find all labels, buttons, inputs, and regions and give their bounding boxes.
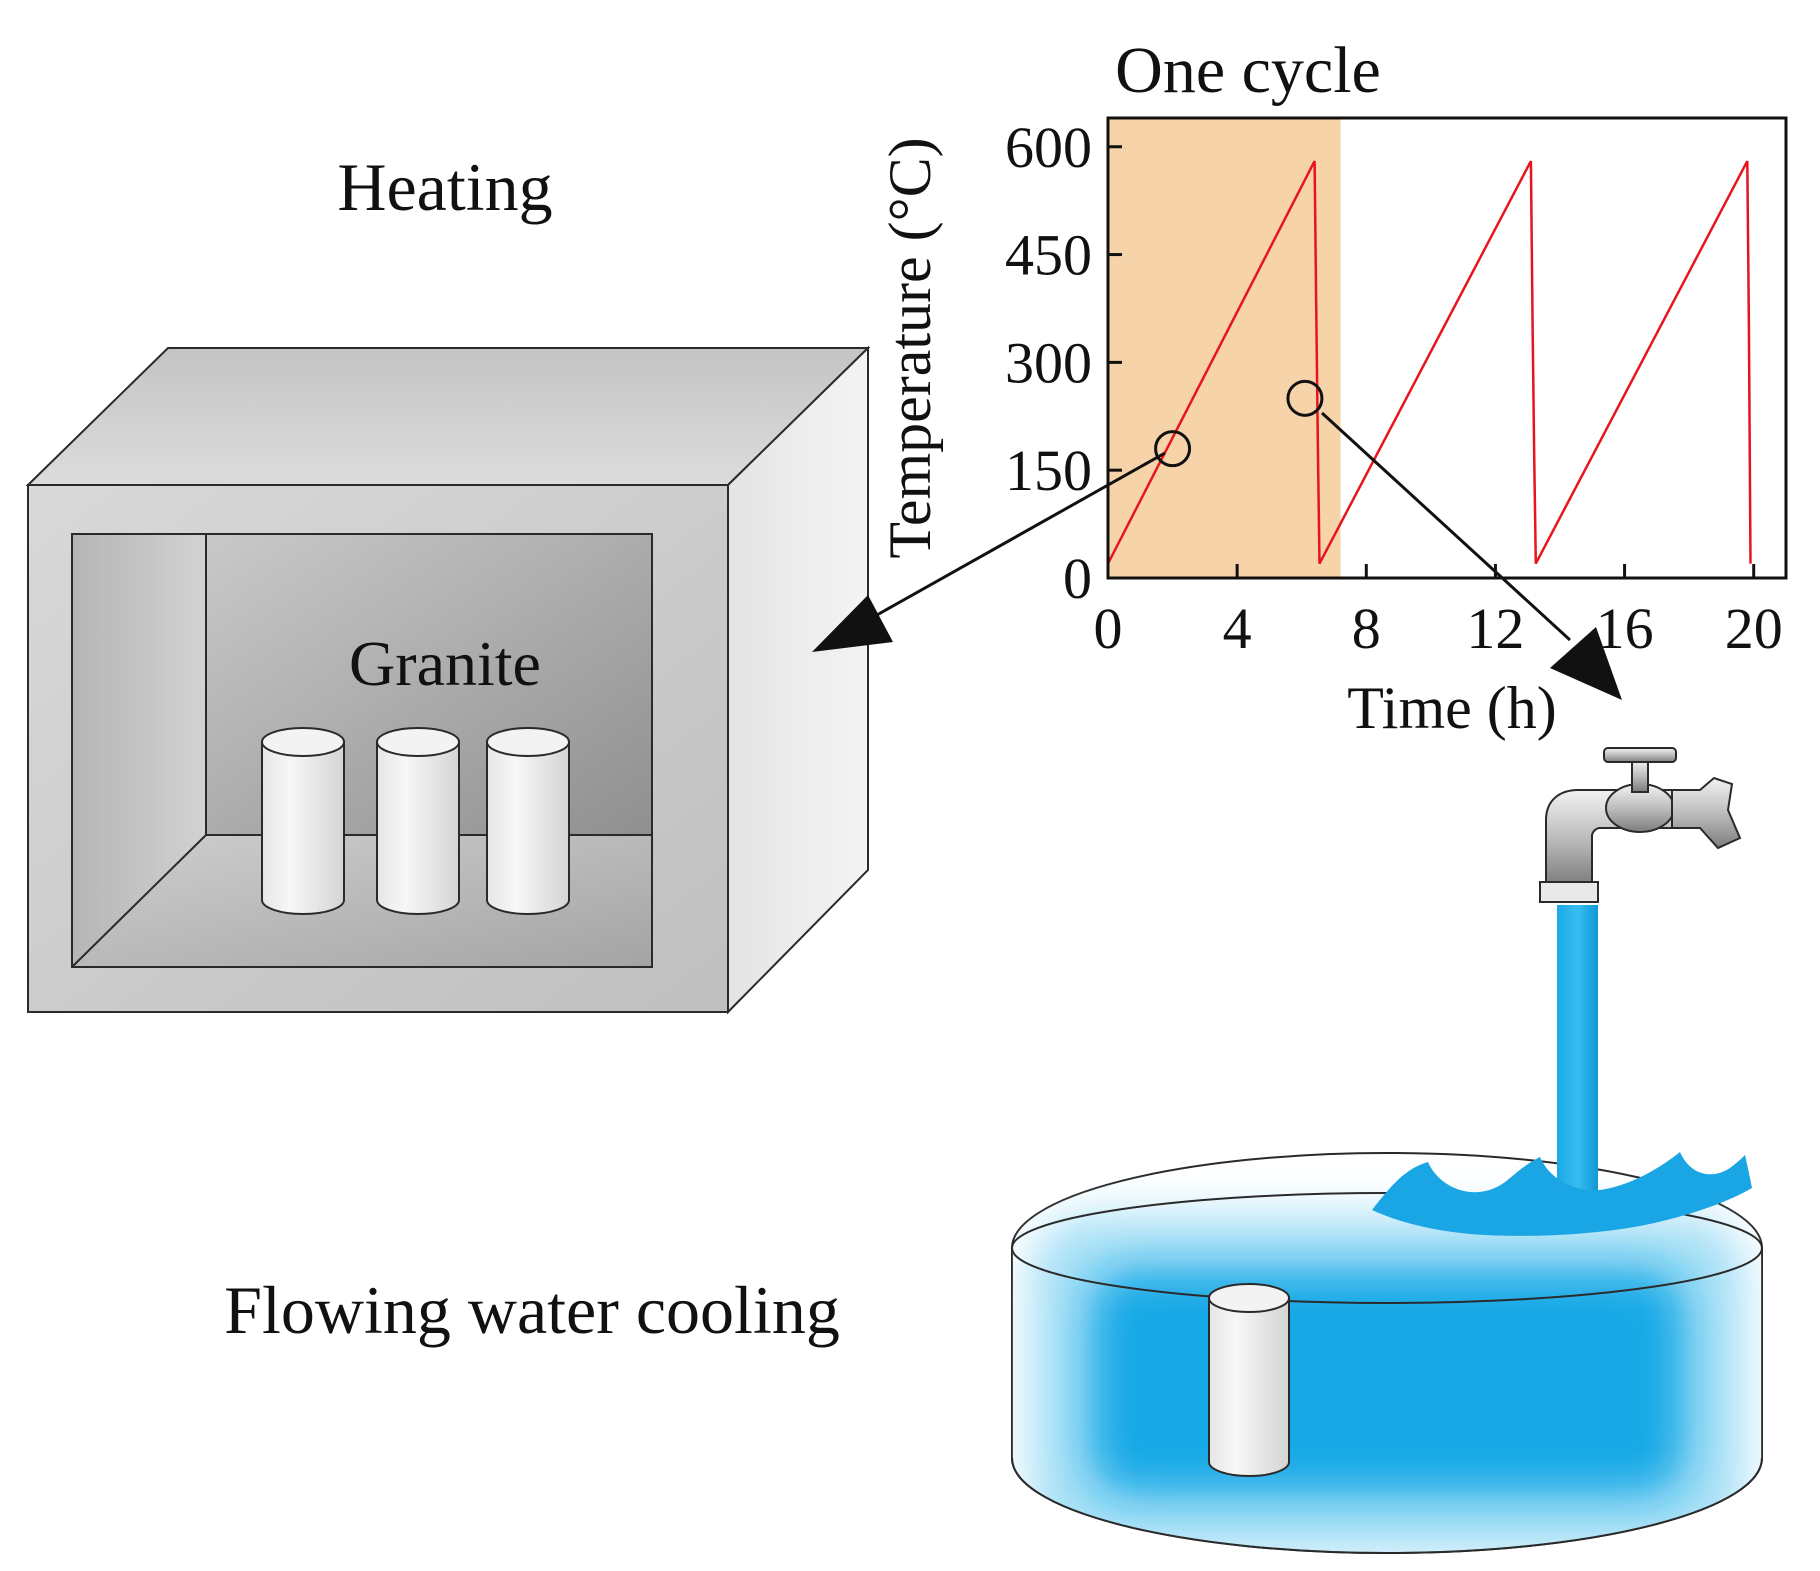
- y-axis-label: Temperature (°C): [877, 137, 943, 558]
- y-tick-label: 0: [1063, 546, 1092, 611]
- y-tick-label: 150: [1005, 438, 1092, 503]
- water-splash: [1372, 1152, 1752, 1236]
- arrow-to-oven: [867, 451, 1166, 622]
- plot-frame: [1106, 116, 1788, 580]
- water-tank: [1011, 1152, 1763, 1554]
- arrow-head-oven: [812, 595, 893, 652]
- x-axis-label: Time (h): [1347, 675, 1556, 741]
- y-tick-label: 600: [1005, 115, 1092, 180]
- arrows: [812, 411, 1622, 700]
- chart-title: One cycle: [1115, 34, 1381, 107]
- temperature-time-chart: 0 4 8 12 16 20 0 150 300 450 600 One cycle Time (…: [877, 34, 1788, 741]
- faucet-icon: [1539, 747, 1742, 903]
- oven: [25, 345, 871, 1015]
- x-tick-label: 4: [1223, 596, 1252, 661]
- granite-specimen: [486, 727, 570, 915]
- x-ticks: 0 4 8 12 16 20: [1094, 564, 1783, 661]
- x-tick-label: 8: [1352, 596, 1381, 661]
- oven-left-wall: [72, 534, 206, 967]
- arrow-to-water: [1320, 411, 1572, 642]
- x-tick-label: 20: [1725, 596, 1783, 661]
- water-stream: [1372, 905, 1752, 1236]
- oven-top-face: [25, 347, 871, 486]
- sample-point-marker: [1286, 379, 1324, 417]
- sample-point-marker: [1154, 430, 1192, 468]
- submerged-granite-specimen: [1208, 1283, 1290, 1477]
- cycle-highlight: [1108, 118, 1341, 578]
- cooling-label: Flowing water cooling: [224, 1272, 840, 1348]
- y-ticks: 0 150 300 450 600: [1005, 115, 1122, 611]
- y-tick-label: 300: [1005, 330, 1092, 395]
- temperature-curve: [1108, 160, 1752, 565]
- granite-label: Granite: [349, 628, 541, 699]
- arrow-head-water: [1550, 627, 1622, 700]
- y-tick-label: 450: [1005, 223, 1092, 288]
- granite-specimen: [376, 727, 460, 915]
- x-tick-label: 0: [1094, 596, 1123, 661]
- x-tick-label: 12: [1466, 596, 1524, 661]
- heating-label: Heating: [337, 149, 552, 225]
- granite-specimen: [261, 727, 345, 915]
- markers: [1154, 379, 1324, 468]
- x-tick-label: 16: [1596, 596, 1654, 661]
